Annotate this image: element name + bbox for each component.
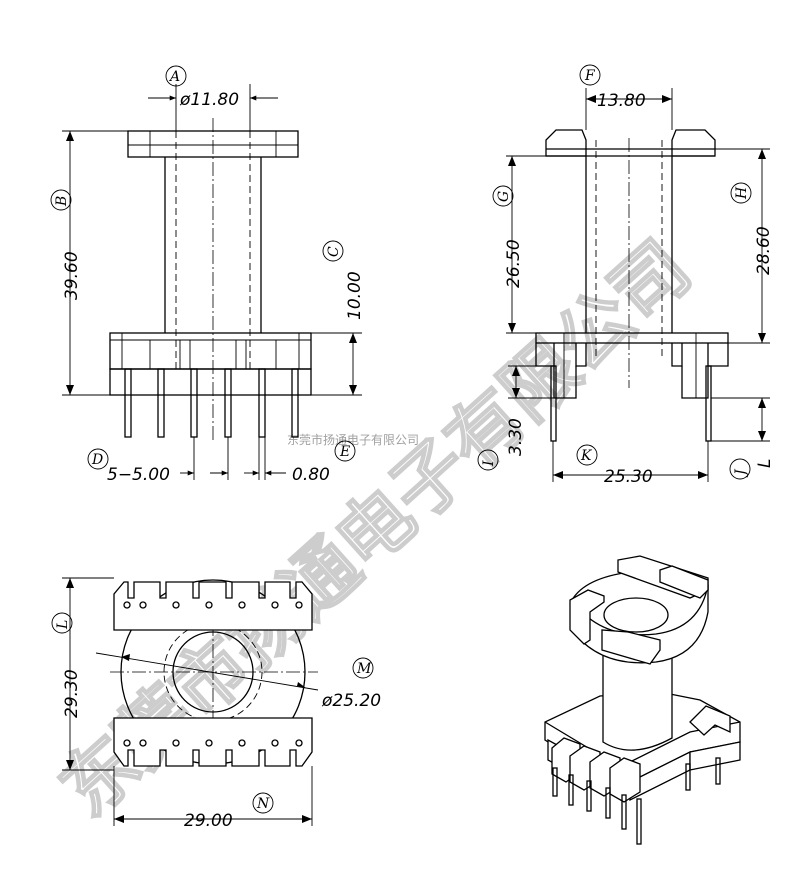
base-shelf (109, 368, 312, 396)
iso-tube (602, 645, 673, 751)
label-c: C (326, 246, 342, 257)
pin-length-dim: 3.30 (506, 418, 526, 456)
side-pin-left (550, 365, 557, 442)
top-pin-rail (113, 581, 313, 631)
pin-tail-dim: L (755, 459, 775, 468)
base-height-dim: 10.00 (345, 271, 365, 320)
label-b: B (54, 196, 70, 207)
winding-height-right-dim: 28.60 (754, 226, 774, 275)
bore-diameter-dim: ø11.80 (179, 90, 239, 110)
side-pin-right (705, 365, 712, 442)
side-view: 13.80 F 26.50 G 28.60 H 3.30 I (477, 64, 775, 487)
left-latch (545, 129, 587, 157)
label-l: L (55, 620, 71, 630)
label-i: I (481, 460, 497, 467)
isometric-view (544, 555, 741, 845)
depth-dim: 29.30 (62, 669, 82, 718)
label-a: A (168, 69, 180, 85)
front-view: ø11.80 A 39.60 B 10.00 C 5−5.00 0.80 D (50, 65, 365, 485)
right-latch (671, 129, 716, 157)
pin-pitch-dim: 5−5.00 (107, 465, 170, 485)
front-pins (124, 368, 299, 438)
outer-diameter-dim: ø25.20 (321, 691, 381, 711)
label-k: K (580, 448, 593, 464)
label-e: E (339, 444, 350, 460)
bottom-rail-holes (123, 739, 303, 747)
winding-height-left-dim: 26.50 (504, 239, 524, 288)
bottom-pin-rail (113, 717, 313, 767)
core-width-dim: 13.80 (597, 91, 646, 111)
label-j: J (733, 468, 749, 478)
label-g: G (496, 191, 512, 202)
iso-pins (552, 757, 721, 845)
height-dim: 39.60 (62, 251, 82, 300)
pin-span-dim: 25.30 (604, 467, 653, 487)
label-n: N (256, 796, 270, 812)
label-h: H (734, 186, 750, 200)
iso-bore (603, 597, 669, 633)
width-dim: 29.00 (184, 811, 233, 831)
label-d: D (91, 452, 103, 468)
label-f: F (584, 68, 596, 84)
top-rail-holes (123, 601, 303, 609)
label-m: M (356, 661, 372, 677)
bottom-view: 29.30 L ø25.20 M 29.00 N (51, 577, 381, 831)
watermark-small-text: 东莞市扬通电子有限公司 (287, 432, 419, 447)
base-block (109, 332, 312, 370)
pin-diameter-dim: 0.80 (292, 465, 330, 485)
